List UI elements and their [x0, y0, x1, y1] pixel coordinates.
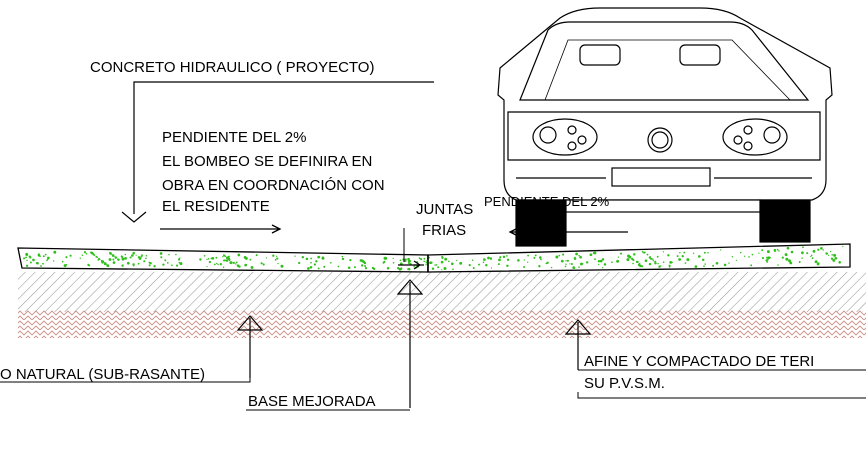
- slope-arrow-left: [160, 224, 282, 234]
- afine-label-line2: SU P.V.S.M.: [584, 375, 665, 392]
- concreto-leader: [121, 81, 434, 223]
- base-mejorada-label: BASE MEJORADA: [248, 393, 376, 410]
- afine-label-line1: AFINE Y COMPACTADO DE TERI: [584, 353, 814, 370]
- frias-label: FRIAS: [422, 222, 466, 239]
- pendiente-left-line3: OBRA EN COORDNACIÓN CON: [162, 177, 385, 194]
- base-pointer: [396, 279, 424, 408]
- pendiente-left-line2: EL BOMBEO SE DEFINIRA EN: [162, 153, 372, 170]
- terreno-pointer: [236, 315, 264, 378]
- pendiente-left-line4: EL RESIDENTE: [162, 198, 270, 215]
- afine-pointer: [564, 319, 592, 370]
- concreto-label: CONCRETO HIDRAULICO ( PROYECTO): [90, 59, 374, 76]
- concrete-aggregate: [23, 245, 844, 271]
- afine-leader-bottom: [577, 392, 866, 399]
- terreno-natural-label: O NATURAL (SUB-RASANTE): [0, 366, 205, 383]
- terreno-natural-layer: [18, 310, 866, 338]
- pendiente-left-line1: PENDIENTE DEL 2%: [162, 129, 307, 146]
- juntas-label: JUNTAS: [416, 201, 473, 218]
- slope-arrow-right: [508, 227, 628, 237]
- terreno-underline: [0, 378, 251, 383]
- pendiente-right-label: PENDIENTE DEL 2%: [484, 194, 610, 209]
- car-illustration: [497, 7, 833, 247]
- base-mejorada-layer: [18, 272, 866, 312]
